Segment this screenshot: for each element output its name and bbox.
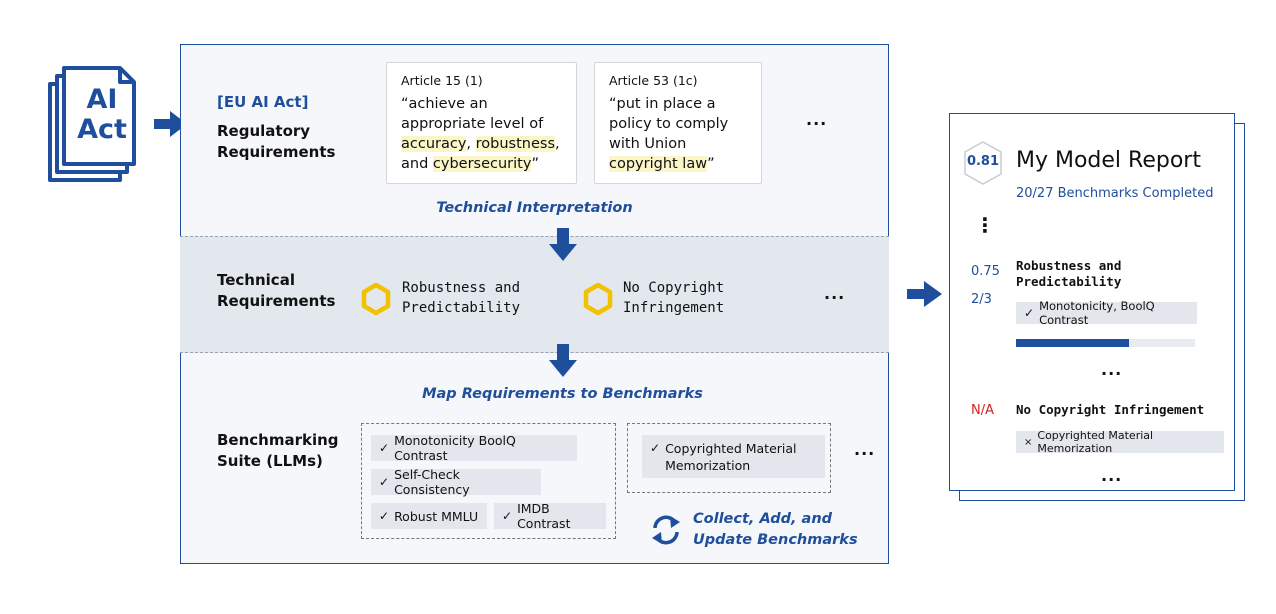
map-requirements-label: Map Requirements to Benchmarks xyxy=(422,386,703,402)
robustness-score: 0.75 xyxy=(971,264,1000,279)
benchmark-chip: ✓Monotonicity BoolQ Contrast xyxy=(371,433,577,463)
robustness-progress-track xyxy=(1016,339,1195,347)
more-benchmarks-ellipsis: ... xyxy=(854,440,876,459)
benchmarking-suite-label: Benchmarking Suite (LLMs) xyxy=(217,431,339,470)
vertical-ellipsis: ⋮ xyxy=(975,213,995,237)
check-icon: ✓ xyxy=(1024,306,1035,320)
technical-requirements-band xyxy=(180,236,889,353)
robustness-count: 2/3 xyxy=(971,292,992,307)
more-tech-req-ellipsis: ... xyxy=(824,284,846,303)
report-benchmark-chip: ×Copyrighted Material Memorization xyxy=(1016,429,1224,455)
eu-ai-act-tag: [EU AI Act] xyxy=(217,93,309,111)
report-benchmark-chip: ✓Monotonicity, BoolQ Contrast xyxy=(1016,299,1197,327)
check-icon: ✓ xyxy=(379,509,390,523)
article-title: Article 15 (1) xyxy=(401,73,483,88)
collect-benchmarks-label: Collect, Add, and Update Benchmarks xyxy=(693,511,858,548)
tech-req-copyright: No Copyright Infringement xyxy=(623,280,725,316)
benchmarks-completed: 20/27 Benchmarks Completed xyxy=(1016,186,1214,201)
arrow-down-icon xyxy=(549,344,577,377)
score-hexagon-icon xyxy=(964,141,1002,185)
arrow-right-icon xyxy=(907,281,942,307)
benchmark-chip: ✓IMDB Contrast xyxy=(494,501,606,531)
copyright-section-title: No Copyright Infringement xyxy=(1016,402,1205,417)
hexagon-icon xyxy=(361,282,391,316)
overall-score: 0.81 xyxy=(966,154,1000,169)
doc-icon-line2: Act xyxy=(77,114,127,145)
technical-interpretation-label: Technical Interpretation xyxy=(436,200,633,216)
check-icon: ✓ xyxy=(379,441,390,455)
report-ellipsis: ... xyxy=(1101,360,1123,379)
article-card-15: Article 15 (1) “achieve an appropriate l… xyxy=(386,62,577,184)
benchmark-chip: ✓Self-Check Consistency xyxy=(371,467,541,497)
report-ellipsis: ... xyxy=(1101,466,1123,485)
robustness-benchmark-group xyxy=(361,423,616,539)
arrow-right-icon xyxy=(154,111,187,137)
article-title: Article 53 (1c) xyxy=(609,73,698,88)
doc-icon-line1: AI xyxy=(86,84,118,115)
cross-icon: × xyxy=(1024,436,1033,448)
tech-req-robustness: Robustness and Predictability xyxy=(402,280,521,316)
check-icon: ✓ xyxy=(379,475,390,489)
article-quote: “put in place a policy to comply with Un… xyxy=(609,96,729,172)
more-articles-ellipsis: ... xyxy=(806,110,828,129)
copyright-benchmark-group xyxy=(627,423,831,493)
check-icon: ✓ xyxy=(650,441,661,455)
hexagon-icon xyxy=(583,282,613,316)
article-card-53: Article 53 (1c) “put in place a policy t… xyxy=(594,62,762,184)
benchmark-chip: ✓Robust MMLU xyxy=(371,503,487,529)
regulatory-label: Regulatory Requirements xyxy=(217,122,336,161)
robustness-section-title: Robustness and Predictability xyxy=(1016,258,1122,289)
report-title: My Model Report xyxy=(1016,148,1201,173)
robustness-progress-fill xyxy=(1016,339,1129,347)
ai-act-document-icon xyxy=(48,66,136,182)
arrow-down-icon xyxy=(549,228,577,261)
copyright-score: N/A xyxy=(971,403,994,418)
check-icon: ✓ xyxy=(502,509,513,523)
article-quote: “achieve an appropriate level of accurac… xyxy=(401,96,560,172)
technical-requirements-label: Technical Requirements xyxy=(217,271,336,310)
refresh-cycle-icon xyxy=(652,515,680,545)
